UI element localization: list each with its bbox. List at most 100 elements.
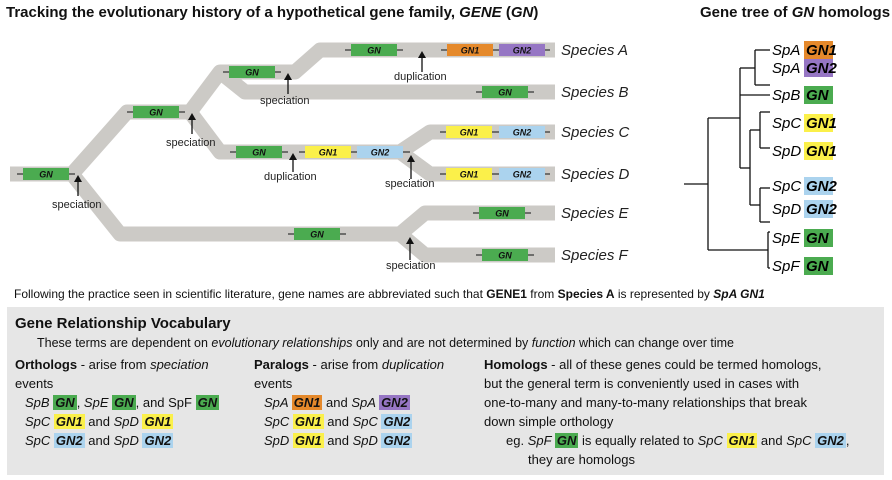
orthologs-def-pre: - arise from xyxy=(77,357,151,372)
gene-chip: GN2 xyxy=(53,433,85,448)
species-abbr: SpC xyxy=(25,433,54,448)
leaf-species: SpA xyxy=(772,42,800,59)
naming-note: Following the practice seen in scientifi… xyxy=(14,287,765,301)
species-abbr: SpD xyxy=(113,433,143,448)
species-label-d: Species D xyxy=(561,166,630,183)
gene-chip: GN2 xyxy=(815,433,846,448)
gene-label: GN xyxy=(367,46,381,56)
duplication-label: duplication xyxy=(394,71,447,83)
species-abbr: SpD xyxy=(352,433,382,448)
gene-gn-ancestor-cd: GN xyxy=(230,146,288,158)
note-pre: Following the practice seen in scientifi… xyxy=(14,287,487,301)
gene-gn-ancestor-ab: GN xyxy=(223,66,281,78)
title-end: ) xyxy=(533,4,539,21)
leaf-gene-highlight xyxy=(804,177,833,195)
speciation-arrow-root xyxy=(74,175,82,196)
tree-title-suffix: homologs xyxy=(814,4,891,21)
gene-label: GN1 xyxy=(319,148,338,158)
tree-title-prefix: Gene tree of xyxy=(700,4,792,21)
species-label-e: Species E xyxy=(561,205,630,222)
gene-label: GN1 xyxy=(460,128,479,138)
gene-gn-ancestor-1: GN xyxy=(127,106,185,118)
gene-label: GN xyxy=(149,108,163,118)
leaf-gene: GN1 xyxy=(806,143,837,160)
separator: , and SpF xyxy=(135,395,196,410)
speciation-arrow-ab-cd xyxy=(188,113,196,134)
species-abbr: SpB xyxy=(25,395,54,410)
tree-title-gene: GN xyxy=(791,4,815,21)
species-abbr: SpC xyxy=(786,433,816,448)
gene-chip: GN1 xyxy=(142,414,174,429)
speciation-arrow-ef xyxy=(406,237,414,260)
separator: and xyxy=(84,433,114,448)
duplication-arrow-cd xyxy=(289,153,297,172)
gene-chip: GN2 xyxy=(379,395,410,410)
species-abbr: SpD xyxy=(264,433,293,448)
species-abbr: SpA xyxy=(264,395,292,410)
paralogs-def-em: duplication xyxy=(381,357,445,372)
separator: is equally related to xyxy=(578,433,698,448)
note-abbr: SpA GN1 xyxy=(713,287,765,301)
leaf-species: SpC xyxy=(772,115,801,132)
paralogs-column: Paralogs - arise from duplication events… xyxy=(254,355,444,450)
gene-label: GN xyxy=(252,148,266,158)
leaf-gene-highlight xyxy=(804,229,833,247)
paralogs-def-pre: - arise from xyxy=(308,357,382,372)
leaf-gene-highlight xyxy=(804,41,833,59)
gene-label: GN2 xyxy=(371,148,390,158)
leaf-species: SpD xyxy=(772,143,801,160)
example-row: SpC GN1 and SpC GN2 xyxy=(264,412,444,431)
gene-label: GN2 xyxy=(513,46,532,56)
species-abbr: SpC xyxy=(697,433,727,448)
gene-label: GN2 xyxy=(513,170,532,180)
example-prefix: eg. xyxy=(506,433,528,448)
leaf-species: SpF xyxy=(772,258,800,275)
leaf-gene: GN2 xyxy=(806,178,838,195)
leaf-gene: GN2 xyxy=(806,60,838,77)
gene-chip: GN2 xyxy=(381,433,413,448)
gene-chip: GN xyxy=(554,433,579,448)
paralogs-term: Paralogs xyxy=(254,357,309,372)
leaf-gene-highlight xyxy=(804,257,833,275)
gene-label: GN1 xyxy=(461,46,480,56)
title-text: Tracking the evolutionary history of a h… xyxy=(6,4,460,21)
separator: , xyxy=(76,395,84,410)
desc-em2: function xyxy=(531,336,576,350)
separator: and xyxy=(757,433,787,448)
gene-chip: GN xyxy=(53,395,77,410)
orthologs-def-em: speciation xyxy=(150,357,209,372)
gene-gn1-gn2-species-a: GN1 GN2 xyxy=(441,44,550,56)
gene-label: GN xyxy=(498,88,512,98)
gene-gn-root: GN xyxy=(17,168,75,180)
homologs-definition: Homologs - all of these genes could be t… xyxy=(484,355,849,374)
species-abbr: SpC xyxy=(264,414,293,429)
gene-chip: GN2 xyxy=(142,433,174,448)
gene-label: GN xyxy=(39,170,53,180)
title-mid: ( xyxy=(501,4,511,21)
gene-label: GN1 xyxy=(460,170,479,180)
example-row: SpC GN2 and SpD GN2 xyxy=(25,431,219,450)
leaf-gene-highlight xyxy=(804,200,833,218)
orthologs-def-post: events xyxy=(15,376,54,391)
leaf-gene: GN2 xyxy=(806,201,838,218)
gene-gn-species-e: GN xyxy=(473,207,531,219)
gene-chip: GN1 xyxy=(726,433,758,448)
separator: and xyxy=(84,414,114,429)
gene-chip: GN1 xyxy=(292,433,324,448)
homologs-line: down simple orthology xyxy=(484,414,614,429)
speciation-arrow-ab xyxy=(284,73,292,94)
gene-tree-branches xyxy=(684,49,770,269)
figure-title: Tracking the evolutionary history of a h… xyxy=(6,4,538,21)
homologs-example: eg. SpF GN is equally related to SpC GN1… xyxy=(484,431,849,469)
paralogs-definition: Paralogs - arise from duplication xyxy=(254,355,444,374)
gene-gn-species-a-ancestral: GN xyxy=(345,44,403,56)
desc-post: which can change over time xyxy=(575,336,734,350)
